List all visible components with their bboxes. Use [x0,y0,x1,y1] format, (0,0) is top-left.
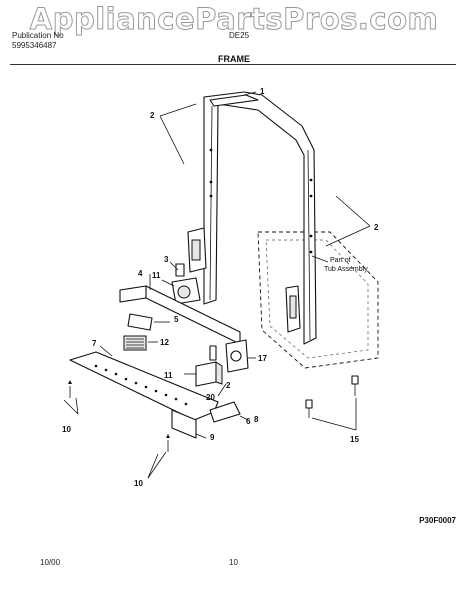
callout-3: 3 [164,255,169,264]
callout-15: 15 [350,435,359,444]
page-title: FRAME [218,54,250,64]
bracket-part-17 [225,339,249,373]
callout-4: 4 [138,269,143,278]
callout-9: 9 [210,433,215,442]
callout-1: 1 [260,87,265,96]
callout-20: 20 [206,393,215,402]
header-divider [10,64,456,65]
lower-component-part-11 [195,345,223,387]
callout-5: 5 [174,315,179,324]
callout-2-lower: 2 [226,381,231,390]
note-line-2: Tub Assembly [324,266,368,273]
tub-assembly-outline [257,231,379,369]
callout-10-left: 10 [62,425,71,434]
footer-date: 10/00 [40,558,61,567]
callout-10-bottom: 10 [134,479,143,488]
switch-part-12 [123,335,147,351]
callout-11-upper: 11 [152,271,161,280]
callout-12: 12 [160,338,169,347]
callout-6: 6 [246,417,251,426]
frame-brackets [187,227,301,333]
watermark: AppliancePartsPros.com [29,2,439,37]
diagram-code: P30F0007 [419,516,456,525]
publication-label: Publication No [12,31,64,40]
main-frame [203,91,317,345]
callout-labels: 1 2 2 2 3 4 5 6 7 8 9 10 10 11 11 12 15 … [62,87,379,488]
model-number: DE25 [229,31,250,40]
note-line-1: Part of [330,257,351,264]
footer-page-number: 10 [229,558,238,567]
callout-2-right: 2 [374,223,379,232]
lower-panel-part-9 [171,409,197,439]
callout-17: 17 [258,354,267,363]
callout-2-top: 2 [150,111,155,120]
callout-11-lower: 11 [164,371,173,380]
callout-8: 8 [254,415,259,424]
bracket-part-5 [127,313,153,331]
tub-assembly-note: Part of Tub Assembly [324,257,368,273]
side-plate-part-8 [209,401,241,423]
frame-exploded-diagram: 1 2 2 2 3 4 5 6 7 8 9 10 10 11 11 12 15 … [62,87,379,488]
publication-number: 5995346487 [12,41,57,50]
screws [68,375,359,452]
upper-component [171,263,201,305]
callout-7: 7 [92,339,97,348]
leader-lines [63,91,371,479]
